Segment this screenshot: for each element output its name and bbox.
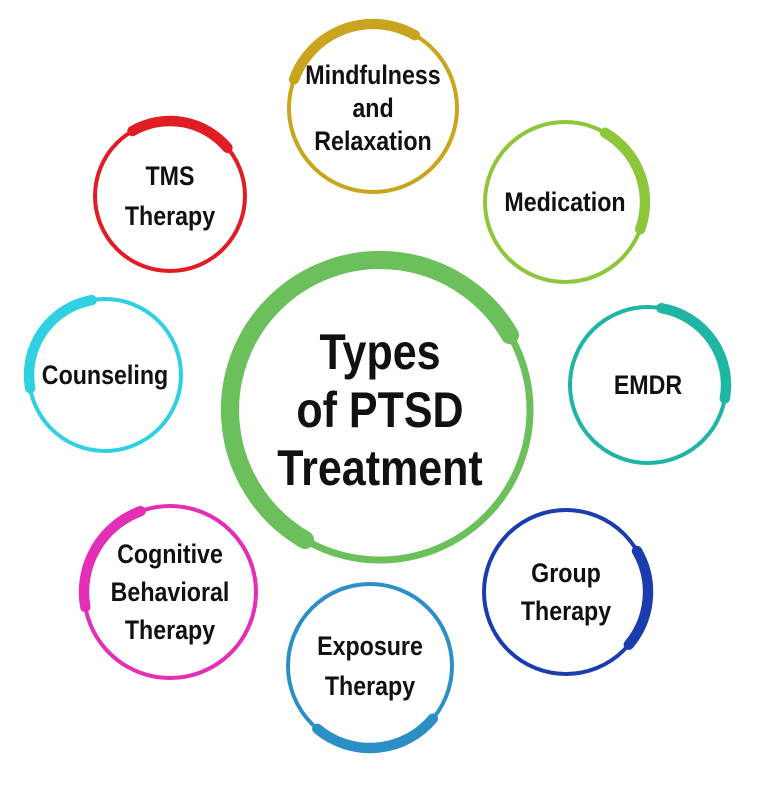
exposure-label-line: Therapy [325, 671, 415, 701]
center-label-line: Types [319, 324, 440, 380]
circle-emdr: EMDR [568, 302, 732, 465]
mindfulness-label-line: and [352, 93, 393, 123]
circle-counseling: Counseling [23, 294, 183, 453]
brush-stroke-group [623, 545, 654, 650]
emdr-label-line: EMDR [614, 370, 682, 400]
brush-stroke-tms [127, 115, 233, 153]
brush-stroke-emdr [656, 302, 732, 404]
medication-label-line: Medication [504, 187, 625, 217]
brush-stroke-center [220, 250, 520, 550]
ring-group [482, 508, 650, 676]
mindfulness-label-line: Relaxation [314, 126, 431, 156]
center-label-line: of PTSD [296, 382, 463, 438]
circle-tms: TMS Therapy [93, 115, 247, 273]
mindfulness-label-line: Mindfulness [305, 60, 440, 90]
counseling-label-line: Counseling [42, 360, 168, 390]
tms-label-line: TMS [145, 161, 194, 191]
center-label-line: Treatment [277, 440, 482, 496]
circle-medication: Medication [483, 120, 651, 284]
cbt-label-line: Behavioral [111, 577, 230, 607]
brush-stroke-exposure [312, 713, 439, 754]
exposure-label-line: Exposure [317, 631, 423, 661]
brush-stroke-mindfulness [288, 18, 421, 85]
cbt-label-line: Therapy [125, 615, 215, 645]
group-label-line: Group [531, 558, 601, 588]
brush-stroke-medication [599, 127, 651, 235]
tms-label-line: Therapy [125, 201, 215, 231]
group-label-line: Therapy [521, 596, 611, 626]
cbt-label-line: Cognitive [117, 539, 223, 569]
brush-stroke-counseling [23, 294, 98, 394]
brush-stroke-cbt [78, 505, 146, 613]
